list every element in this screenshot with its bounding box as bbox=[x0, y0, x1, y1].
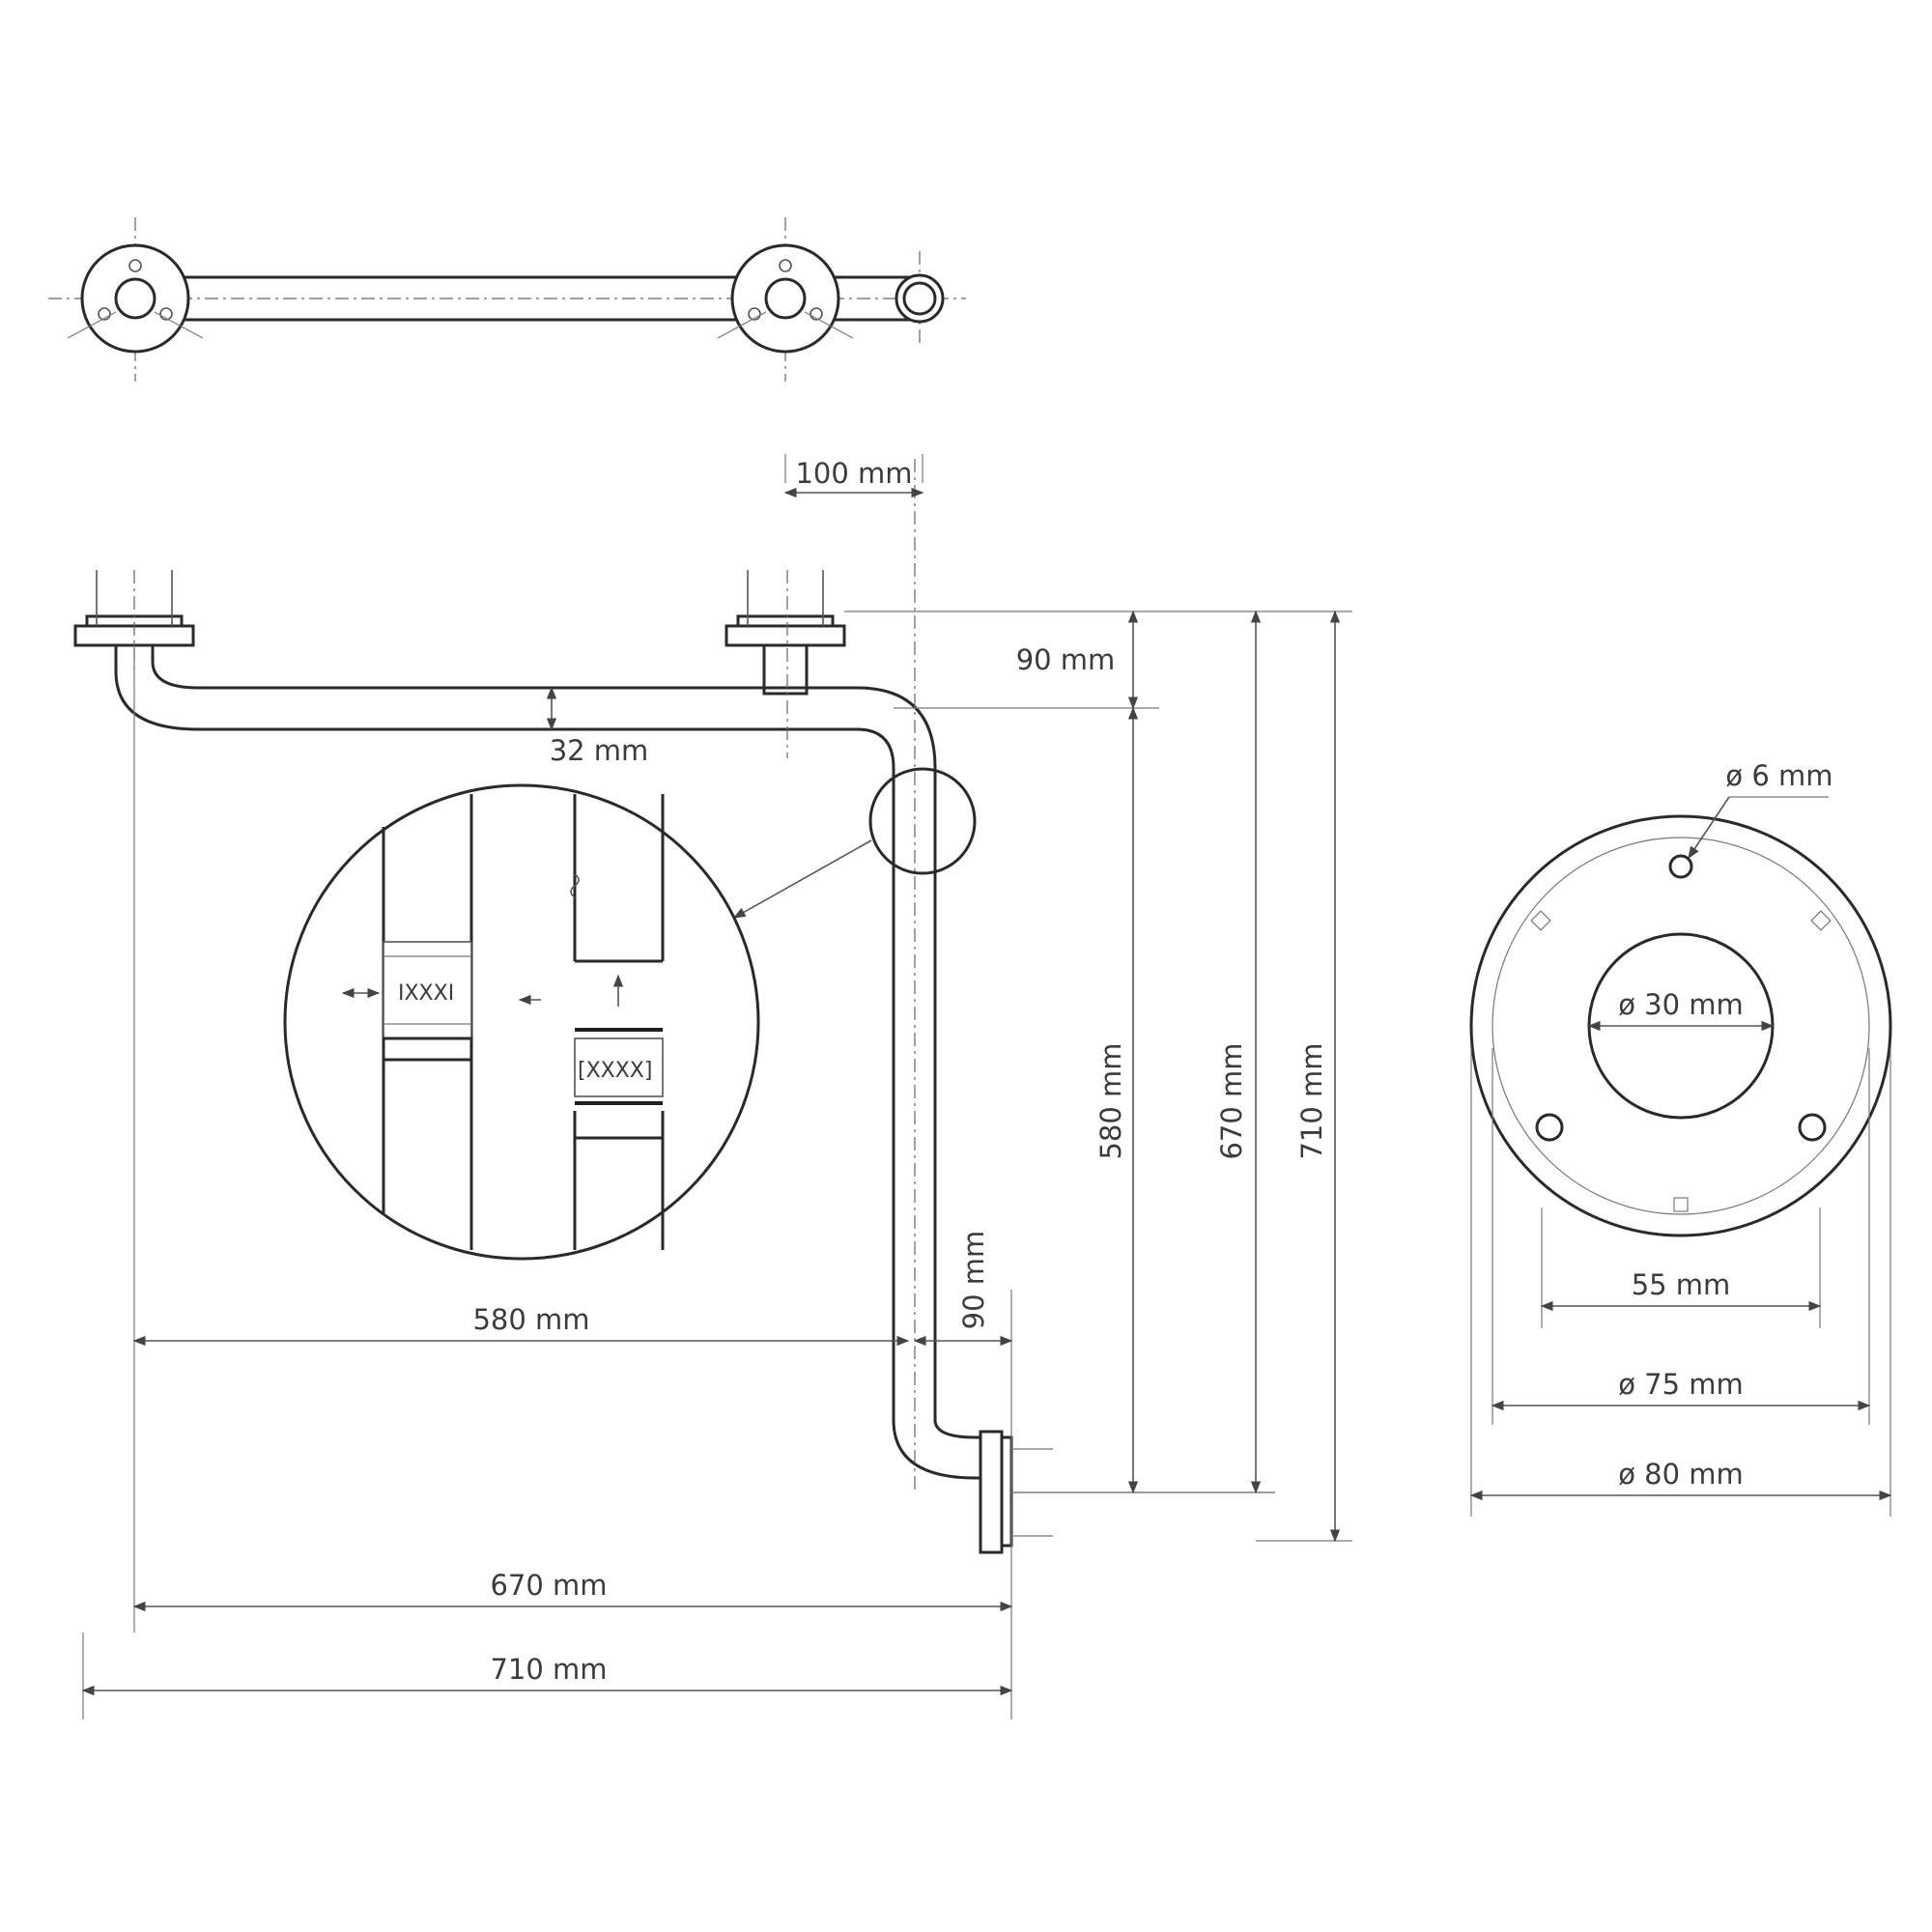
front-flange-mid bbox=[724, 570, 846, 696]
top-view-tube-end bbox=[895, 273, 945, 324]
flange-plan-view: ø 6 mm ø 30 mm 55 mm ø 75 mm ø 80 mm bbox=[1469, 759, 1892, 1517]
grab-bar-tube-inner bbox=[151, 645, 980, 1439]
svg-text:IXXXI: IXXXI bbox=[398, 981, 454, 1006]
dim-label-90-wall: 90 mm bbox=[957, 1231, 990, 1330]
dimension-lines: 100 mm 90 mm 32 mm 580 mm 670 mm 710 mm … bbox=[81, 454, 1352, 1719]
dim-label-670-horizontal: 670 mm bbox=[490, 1569, 607, 1602]
flange-marker-bottom bbox=[1673, 1197, 1689, 1212]
flange-marker-right bbox=[1810, 910, 1832, 931]
dim-label-670-vertical: 670 mm bbox=[1215, 1042, 1248, 1159]
front-view bbox=[73, 459, 1275, 1554]
front-flange-left bbox=[73, 570, 195, 676]
detail-leader-line bbox=[732, 839, 872, 919]
top-view-flange-left bbox=[67, 243, 204, 354]
grab-bar-tube-outer bbox=[114, 645, 980, 1480]
dim-label-hole-spacing: 55 mm bbox=[1632, 1268, 1731, 1301]
svg-text:[XXXX]: [XXXX] bbox=[578, 1059, 652, 1083]
screw-hole-right bbox=[1798, 1113, 1827, 1142]
screw-hole-left bbox=[1535, 1113, 1564, 1142]
dim-label-center-hole: ø 30 mm bbox=[1618, 988, 1744, 1021]
flange-marker-left bbox=[1530, 910, 1551, 931]
dim-label-outer-diameter: ø 80 mm bbox=[1618, 1458, 1744, 1491]
top-view-flange-mid bbox=[717, 243, 854, 354]
dim-label-32: 32 mm bbox=[550, 734, 649, 767]
tube-cut-mark bbox=[570, 873, 580, 898]
dim-label-100: 100 mm bbox=[795, 457, 912, 490]
top-view bbox=[48, 217, 966, 382]
dim-label-90-top: 90 mm bbox=[1016, 643, 1116, 676]
dim-label-710-vertical: 710 mm bbox=[1295, 1042, 1328, 1159]
dim-label-screw-hole: ø 6 mm bbox=[1725, 759, 1833, 792]
dim-leader-6 bbox=[1688, 796, 1730, 860]
flange-inner-circle bbox=[1492, 837, 1870, 1215]
dim-label-710-horizontal: 710 mm bbox=[490, 1653, 607, 1686]
screw-hole-top bbox=[1668, 854, 1693, 879]
connector-insert bbox=[574, 1037, 664, 1097]
detail-view-circle bbox=[283, 783, 760, 1261]
dim-label-inner-diameter: ø 75 mm bbox=[1618, 1368, 1744, 1401]
detail-marker-circle bbox=[868, 767, 977, 875]
dim-label-580-horizontal: 580 mm bbox=[472, 1303, 589, 1336]
detail-view: IXXXI [XXXX] bbox=[283, 783, 760, 1261]
dim-label-580-vertical: 580 mm bbox=[1094, 1042, 1127, 1159]
